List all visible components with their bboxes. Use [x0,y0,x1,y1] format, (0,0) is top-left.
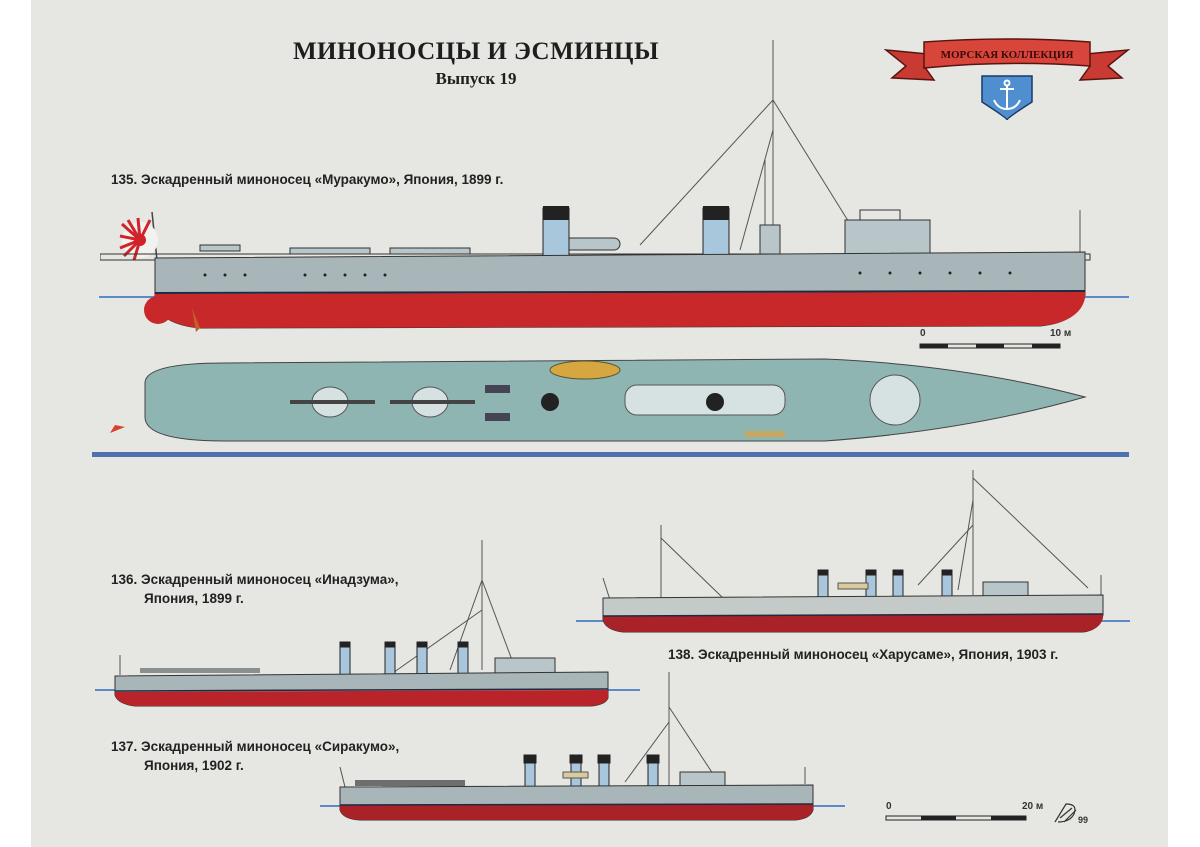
anchor-icon [993,79,1021,111]
ship-138-side-profile [602,470,1104,633]
ship-137-side-profile [339,672,814,821]
naval-collection-emblem: МОРСКАЯ КОЛЛЕКЦИЯ [884,38,1130,121]
funnel-icon [523,754,660,790]
scale-bar-20m [885,815,1027,821]
issue-number: Выпуск 19 [435,69,517,88]
ship-137-caption-line2: Япония, 1902 г. [144,758,244,773]
scale-end-20m: 20 м [1022,801,1044,812]
signature-year: 99 [1078,815,1089,825]
page-title: МИНОНОСЦЫ И ЭСМИНЦЫ [292,38,660,65]
scale-end-10m: 10 м [1050,328,1072,339]
anchor-shield [981,75,1033,121]
ribbon-text: МОРСКАЯ КОЛЛЕКЦИЯ [941,49,1074,61]
ship-136-caption-line1: 136. Эскадренный миноносец «Инадзума», [111,572,399,587]
ship-135-caption: 135. Эскадренный миноносец «Муракумо», Я… [111,172,504,187]
ship-136-caption-line2: Япония, 1899 г. [144,591,244,606]
ship-136-caption: 136. Эскадренный миноносец «Инадзума», Я… [111,570,398,608]
scale-start-20m: 0 [886,801,892,812]
ship-135-side-profile [100,40,1091,332]
ship-137-caption: 137. Эскадренный миноносец «Сиракумо», Я… [111,737,399,775]
ship-135-top-plan [110,358,1087,442]
scale-bar-10m [919,343,1061,349]
rising-sun-flag-icon [119,211,159,271]
scale-start-10m: 0 [920,328,926,339]
stern-flag-icon [110,425,125,433]
ship-138-caption: 138. Эскадренный миноносец «Харусаме», Я… [668,647,1059,662]
ship-137-caption-line1: 137. Эскадренный миноносец «Сиракумо», [111,739,400,754]
ship-136-side-profile [114,540,609,707]
ribbon-banner: МОРСКАЯ КОЛЛЕКЦИЯ [884,38,1130,81]
section-divider [92,452,1129,457]
funnel-icon [339,641,469,676]
artist-signature-icon [1054,803,1077,823]
funnel-icon [542,206,730,259]
